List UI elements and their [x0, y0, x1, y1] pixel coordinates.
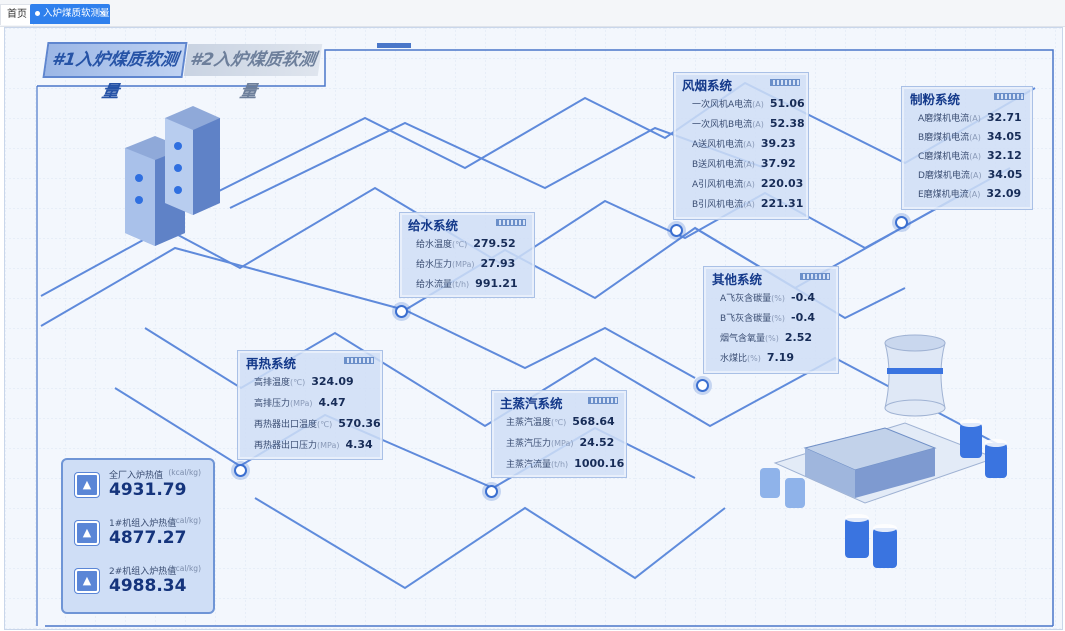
panel-title: 主蒸汽系统 — [500, 396, 563, 411]
data-row: 再热器出口压力(MPa)4.34 — [254, 438, 373, 451]
tab-boiler-2[interactable]: #2入炉煤质软测量 — [183, 44, 323, 102]
data-row: B飞灰含碳量(%)-0.4 — [720, 311, 816, 324]
deco-icon — [994, 93, 1024, 100]
deco-icon — [496, 219, 526, 226]
heat-row: ▲ 1#机组入炉热值 (kcal/kg) 4877.27 — [71, 512, 205, 556]
data-row: D磨煤机电流(A)34.05 — [918, 168, 1023, 181]
data-row: 高排温度(℃)324.09 — [254, 375, 354, 388]
data-row: C磨煤机电流(A)32.12 — [918, 149, 1022, 162]
deco-icon — [588, 397, 618, 404]
panel-title: 风烟系统 — [682, 78, 733, 93]
data-row: A磨煤机电流(A)32.71 — [918, 111, 1022, 124]
panel-geishui: 给水系统 给水温度(℃)279.52 给水压力(MPa)27.93 给水流量(t… — [399, 212, 535, 298]
data-row: 主蒸汽温度(℃)568.64 — [506, 415, 615, 428]
tab-boiler-1[interactable]: #1入炉煤质软测量 — [42, 42, 188, 102]
server-icon — [125, 106, 220, 246]
node-marker — [696, 379, 709, 392]
tab-coal-quality[interactable]: 入炉煤质软测量 × — [30, 4, 110, 24]
panel-zhifen: 制粉系统 A磨煤机电流(A)32.71 B磨煤机电流(A)34.05 C磨煤机电… — [901, 86, 1033, 210]
data-row: 主蒸汽压力(MPa)24.52 — [506, 436, 615, 449]
heat-row: ▲ 2#机组入炉热值 (kcal/kg) 4988.34 — [71, 560, 205, 604]
deco-icon — [800, 273, 830, 280]
data-row: 水煤比(%)7.19 — [720, 351, 794, 364]
data-row: B送风机电流(A)37.92 — [692, 157, 796, 170]
heat-value-panel: ▲ 全厂入炉热值 (kcal/kg) 4931.79 ▲ 1#机组入炉热值 (k… — [61, 458, 215, 614]
close-icon[interactable]: × — [98, 9, 106, 19]
data-row: 给水温度(℃)279.52 — [416, 237, 516, 250]
data-row: A引风机电流(A)220.03 — [692, 177, 804, 190]
node-marker — [895, 216, 908, 229]
data-row: 一次风机A电流(A)51.06 — [692, 97, 805, 110]
data-row: 一次风机B电流(A)52.38 — [692, 117, 805, 130]
node-marker — [485, 485, 498, 498]
node-marker — [395, 305, 408, 318]
panel-qita: 其他系统 A飞灰含碳量(%)-0.4 B飞灰含碳量(%)-0.4 烟气含氧量(%… — [703, 266, 839, 374]
flame-icon: ▲ — [75, 521, 99, 545]
node-marker — [234, 464, 247, 477]
panel-title: 其他系统 — [712, 272, 763, 287]
heat-row: ▲ 全厂入炉热值 (kcal/kg) 4931.79 — [71, 464, 205, 508]
deco-icon — [770, 79, 800, 86]
panel-zhuzhengqi: 主蒸汽系统 主蒸汽温度(℃)568.64 主蒸汽压力(MPa)24.52 主蒸汽… — [491, 390, 627, 478]
data-row: E磨煤机电流(A)32.09 — [918, 187, 1022, 200]
panel-zaire: 再热系统 高排温度(℃)324.09 高排压力(MPa)4.47 再热器出口温度… — [237, 350, 383, 460]
tab-home[interactable]: 首页 — [0, 4, 34, 25]
data-row: B引风机电流(A)221.31 — [692, 197, 804, 210]
data-row: 再热器出口温度(℃)570.36 — [254, 417, 381, 430]
data-row: 给水压力(MPa)27.93 — [416, 257, 516, 270]
main-stage: #1入炉煤质软测量 #2入炉煤质软测量 风烟系统 一次风机A电流(A)51.06… — [4, 27, 1063, 630]
panel-fengyan: 风烟系统 一次风机A电流(A)51.06 一次风机B电流(A)52.38 A送风… — [673, 72, 809, 220]
panel-title: 给水系统 — [408, 218, 459, 233]
flame-icon: ▲ — [75, 473, 99, 497]
power-plant-icon — [760, 334, 1007, 568]
tab-bar: 首页 入炉煤质软测量 × — [0, 0, 1065, 27]
flame-icon: ▲ — [75, 569, 99, 593]
data-row: A送风机电流(A)39.23 — [692, 137, 796, 150]
dot-icon — [35, 11, 40, 16]
tab-label: 入炉煤质软测量 — [43, 8, 110, 19]
deco-icon — [344, 357, 374, 364]
data-row: A飞灰含碳量(%)-0.4 — [720, 291, 816, 304]
node-marker — [670, 224, 683, 237]
panel-title: 制粉系统 — [910, 92, 961, 107]
panel-title: 再热系统 — [246, 356, 297, 371]
data-row: 给水流量(t/h)991.21 — [416, 277, 518, 290]
data-row: 高排压力(MPa)4.47 — [254, 396, 346, 409]
data-row: 主蒸汽流量(t/h)1000.16 — [506, 457, 625, 470]
data-row: B磨煤机电流(A)34.05 — [918, 130, 1022, 143]
data-row: 烟气含氧量(%)2.52 — [720, 331, 812, 344]
